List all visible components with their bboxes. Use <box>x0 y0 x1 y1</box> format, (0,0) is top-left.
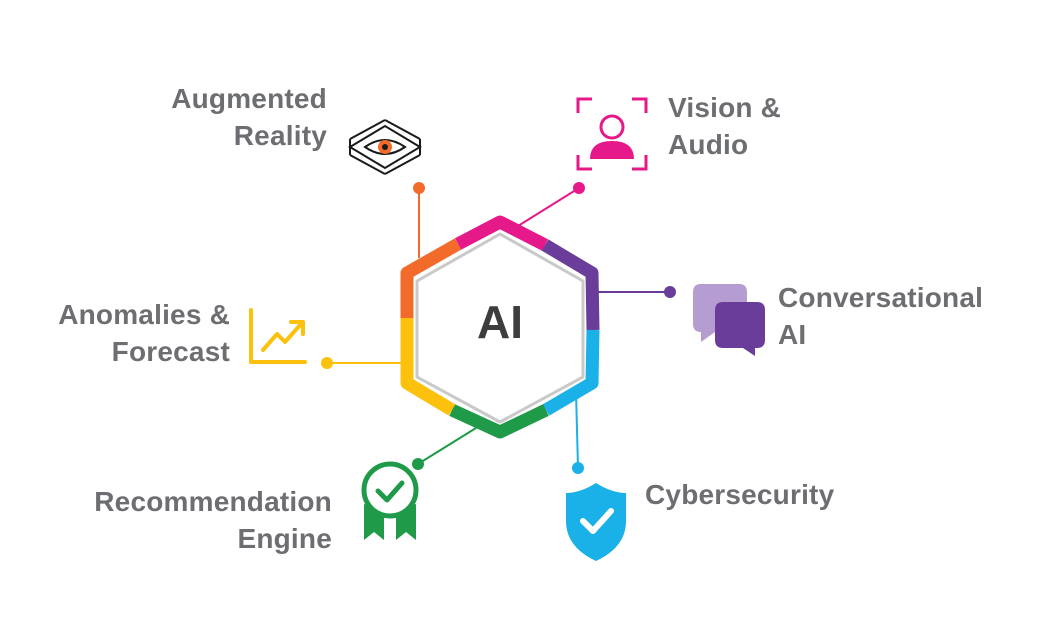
label-cybersecurity: Cybersecurity <box>645 476 834 513</box>
connector-dot-anomalies-forecast <box>321 357 333 369</box>
label-line: Cybersecurity <box>645 479 835 510</box>
ring-segment-conversational-ai <box>541 239 600 331</box>
label-line: Audio <box>668 129 749 160</box>
connector-dot-augmented-reality <box>413 182 425 194</box>
connector-dot-vision-audio <box>573 182 585 194</box>
label-line: Augmented <box>171 83 327 114</box>
label-anomalies-forecast: Anomalies & Forecast <box>58 296 230 370</box>
connector-dot-cybersecurity <box>572 462 584 474</box>
label-line: Conversational <box>778 282 984 313</box>
label-line: Reality <box>233 120 327 151</box>
center-label: AI <box>477 296 523 348</box>
label-line: Anomalies & <box>58 299 230 330</box>
label-vision-audio: Vision & Audio <box>668 89 781 163</box>
shield-check-icon <box>566 483 626 561</box>
label-conversational-ai: Conversational AI <box>778 279 983 353</box>
label-line: Forecast <box>111 336 230 367</box>
label-line: Engine <box>237 523 332 554</box>
ring-segment-cybersecurity <box>542 329 600 416</box>
chat-bubbles-icon <box>693 284 765 356</box>
connector-dot-recommendation-engine <box>412 458 424 470</box>
connector-dot-conversational-ai <box>664 286 676 298</box>
connector-recommendation-engine <box>417 427 477 465</box>
label-line: Vision & <box>668 92 782 123</box>
eye-cube-icon <box>348 119 422 175</box>
connectors <box>321 182 676 474</box>
hexagon-ring <box>400 215 600 439</box>
label-line: AI <box>778 319 807 350</box>
label-line: Recommendation <box>94 486 332 517</box>
ring-segment-recommendation-engine <box>449 404 549 439</box>
connector-vision-audio <box>517 187 580 227</box>
center-hexagon <box>415 232 585 424</box>
label-recommendation-engine: Recommendation Engine <box>94 483 332 557</box>
ring-segment-anomalies-forecast <box>400 318 456 416</box>
ring-segment-vision-audio <box>454 215 548 251</box>
ring-segment-augmented-reality <box>400 238 462 318</box>
face-scan-icon <box>576 97 648 171</box>
connector-cybersecurity <box>575 391 579 469</box>
award-ribbon-icon <box>361 461 419 540</box>
label-augmented-reality: Augmented Reality <box>171 80 327 154</box>
trend-chart-icon <box>249 308 307 364</box>
